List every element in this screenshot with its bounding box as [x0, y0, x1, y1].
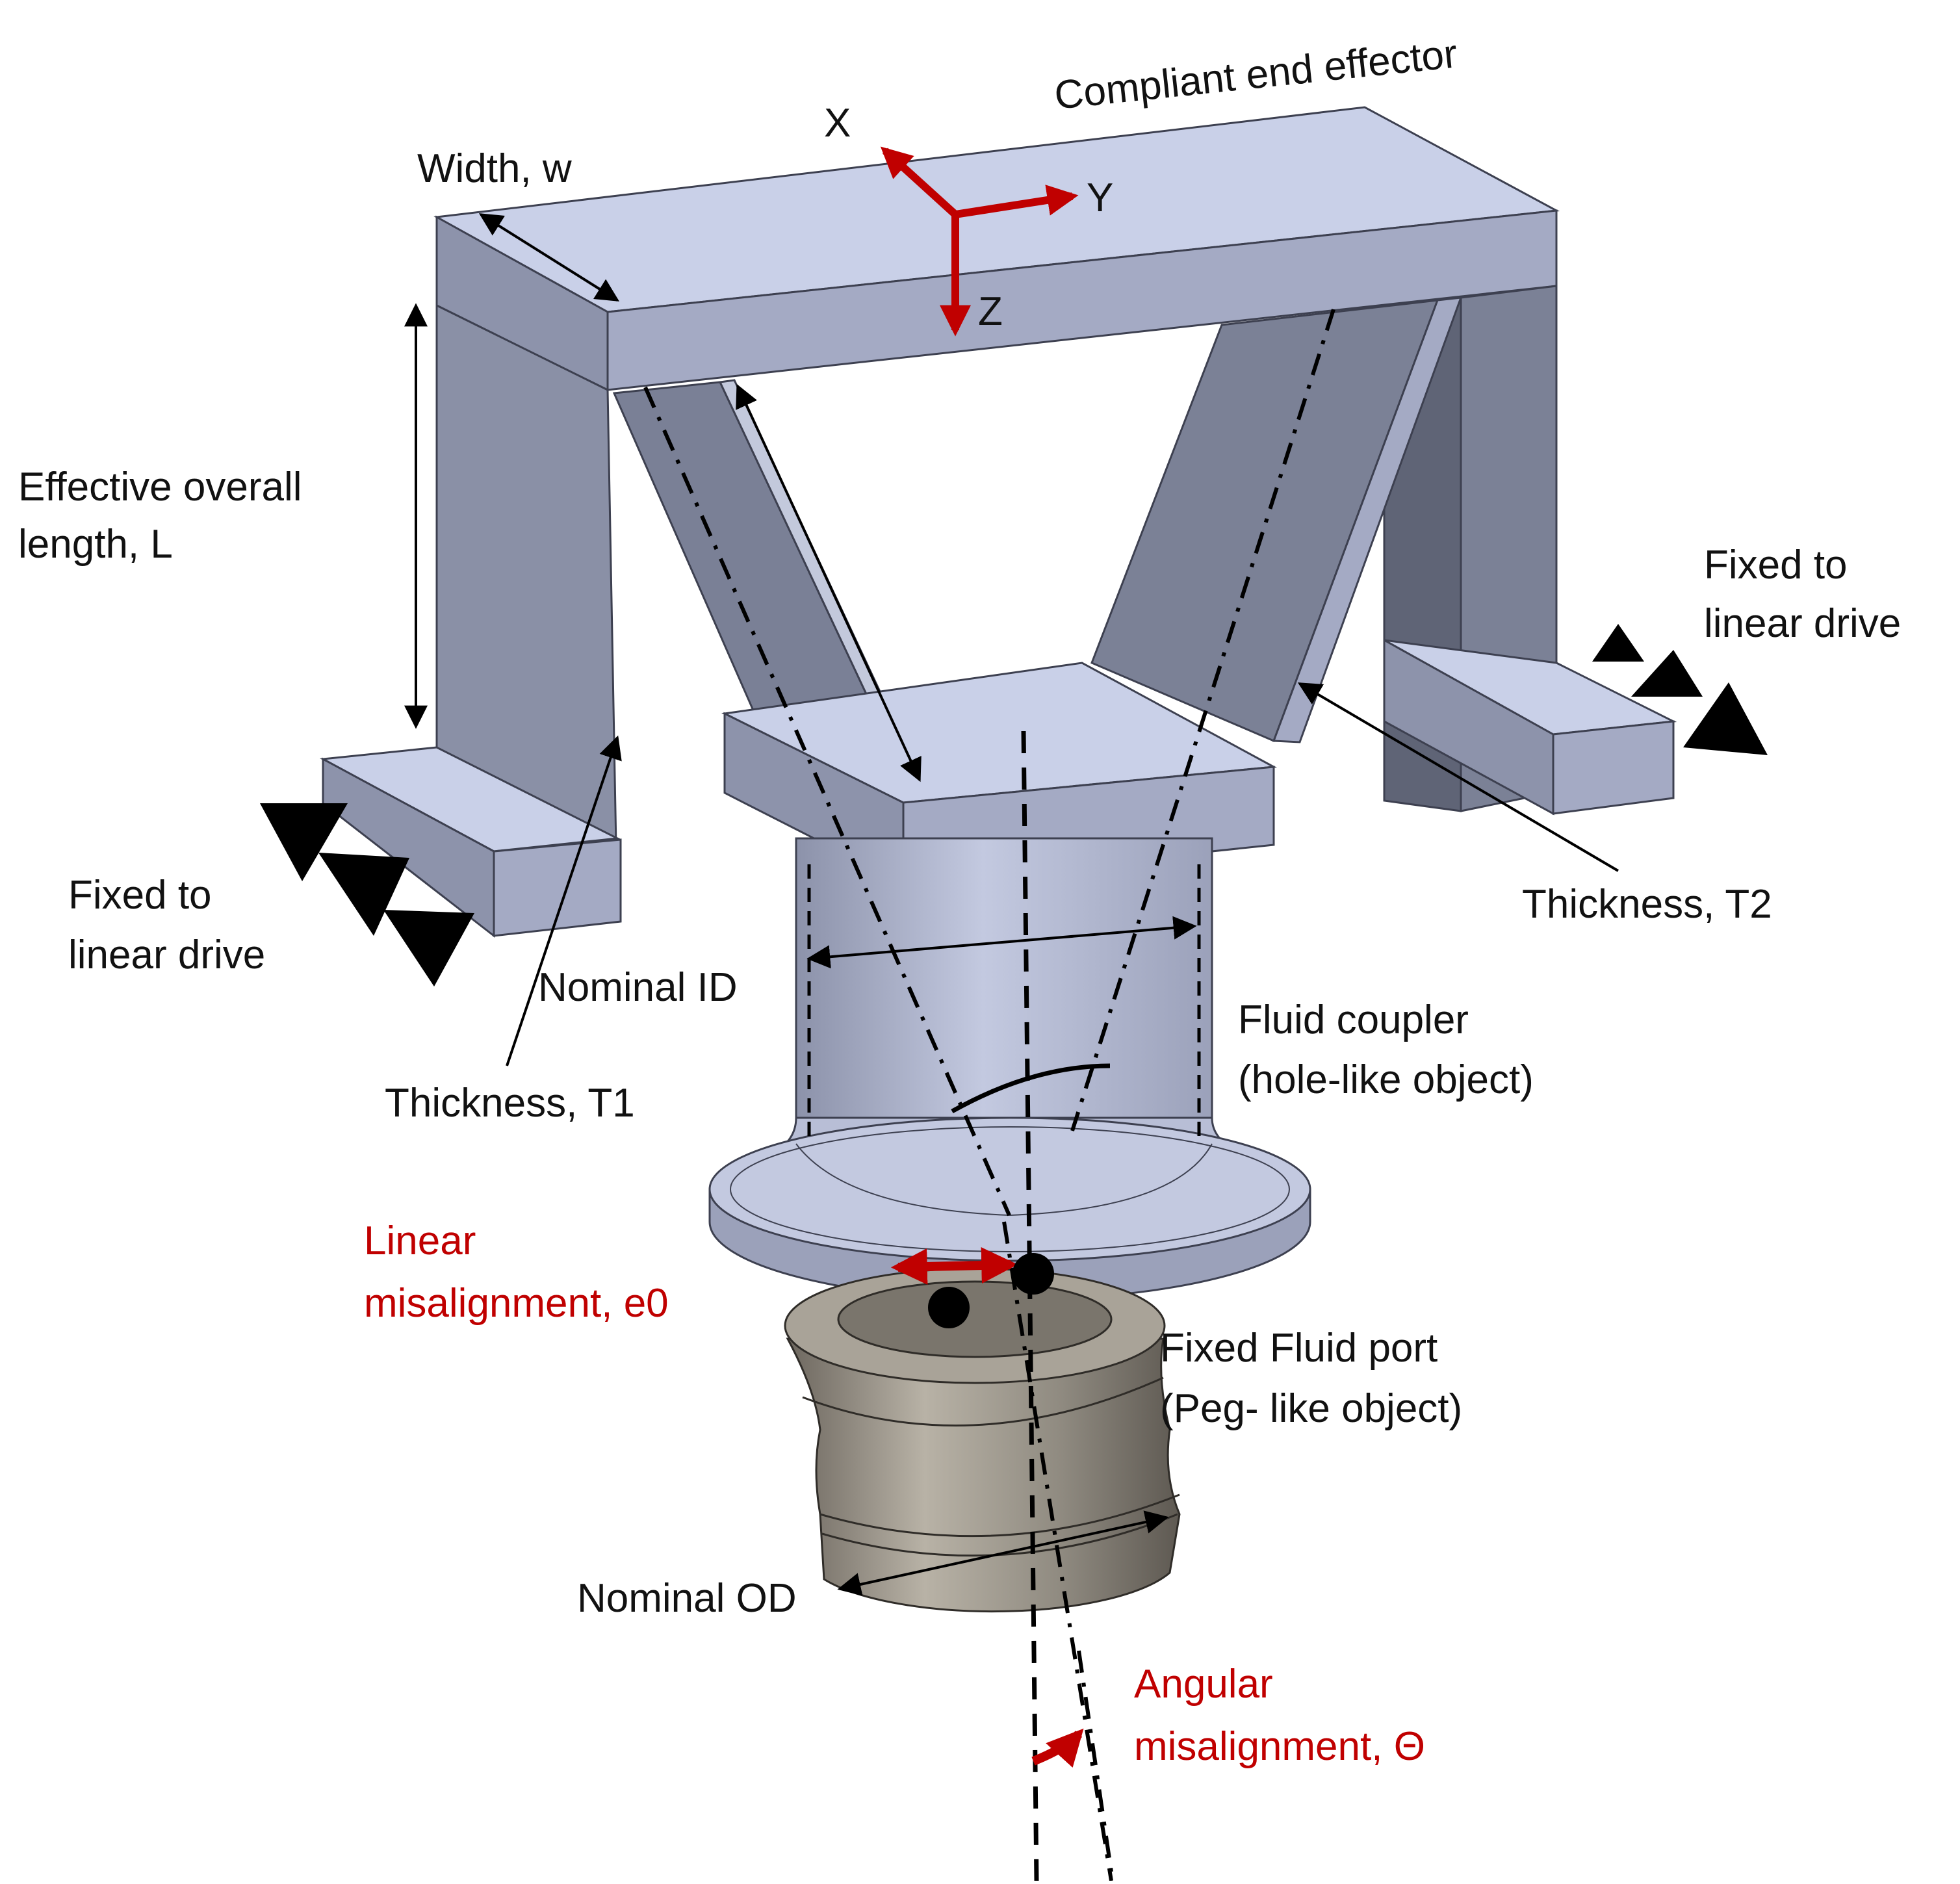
fixed-right-triangle-1 [1592, 624, 1644, 662]
coupler-center-point [1012, 1253, 1054, 1295]
coupler-cylinder [795, 837, 1213, 1152]
port-axis-line-lower [1077, 1650, 1113, 1872]
thickness-t2-leader [1297, 682, 1619, 872]
coordinate-axes [880, 146, 1079, 337]
thickness-t1-label: Thickness, T1 [385, 1081, 635, 1126]
linear-misalignment-label-line2: misalignment, e0 [364, 1281, 669, 1326]
right-foot-front [1552, 720, 1675, 815]
compliant-end-effector-frame [320, 106, 1677, 938]
width-label: Width, w [417, 146, 572, 191]
x-axis-arrow [880, 146, 959, 218]
thickness-t2-label: Thickness, T2 [1522, 882, 1772, 927]
port-center-point [928, 1287, 970, 1328]
fixed-left-triangle-2 [318, 853, 409, 936]
angular-misalignment-label-line1: Angular [1134, 1662, 1273, 1707]
fixed-left-label-line1: Fixed to [68, 873, 212, 918]
fixed-left-triangle-1 [260, 803, 348, 881]
length-label-line1: Effective overall [18, 465, 302, 510]
length-label-line2: length, L [18, 522, 173, 567]
width-dimension-arrow [478, 213, 620, 302]
fixed-right-triangles [1592, 624, 1768, 755]
fixed-fluid-port [784, 1267, 1181, 1613]
fluid-port-label-line2: (Peg- like object) [1160, 1386, 1462, 1431]
coupler-neck-shade [795, 1143, 1213, 1217]
port-groove-1 [802, 1376, 1164, 1426]
right-flexure-centerline [1070, 309, 1335, 1131]
nominal-od-arrow [837, 1510, 1169, 1596]
linear-misalignment-label-line1: Linear [364, 1219, 476, 1263]
fixed-right-label-line1: Fixed to [1704, 543, 1848, 587]
y-axis-label: Y [1087, 175, 1113, 220]
fixed-left-triangle-3 [383, 910, 474, 987]
fluid-coupler-label-line2: (hole-like object) [1238, 1057, 1534, 1102]
port-top-inner [837, 1280, 1113, 1358]
angular-misalignment-label-line2: misalignment, Θ [1134, 1724, 1425, 1769]
fixed-left-triangles [260, 803, 474, 987]
z-axis-label: Z [978, 289, 1003, 334]
dimension-arrows [404, 213, 1619, 1596]
nominal-id-arrow [806, 916, 1197, 969]
fluid-port-label-line1: Fixed Fluid port [1160, 1326, 1438, 1371]
left-foot-front [493, 838, 622, 937]
coupler-flange-top [708, 1116, 1311, 1262]
right-flexure-face [1272, 296, 1463, 743]
fixed-right-label-line2: linear drive [1704, 601, 1901, 646]
title-label: Compliant end effector [1052, 31, 1459, 118]
fixed-right-triangle-3 [1683, 682, 1768, 755]
fluid-coupler [708, 837, 1311, 1301]
linear-misalignment-arrow [890, 1247, 1018, 1285]
angular-misalignment-arc [1031, 1728, 1084, 1768]
coupler-angle-arc [951, 1063, 1111, 1114]
nominal-od-label: Nominal OD [577, 1576, 797, 1621]
thickness-t1-leader [506, 735, 622, 1066]
fixed-right-triangle-2 [1631, 650, 1703, 697]
left-flexure-centerline [643, 386, 1011, 1217]
nominal-id-label: Nominal ID [538, 965, 738, 1010]
y-axis-arrow [955, 185, 1079, 218]
fixed-left-label-line2: linear drive [68, 933, 265, 977]
fluid-coupler-label-line1: Fluid coupler [1238, 998, 1469, 1042]
flexure-length-arrow [736, 383, 922, 782]
x-axis-label: X [824, 101, 851, 146]
